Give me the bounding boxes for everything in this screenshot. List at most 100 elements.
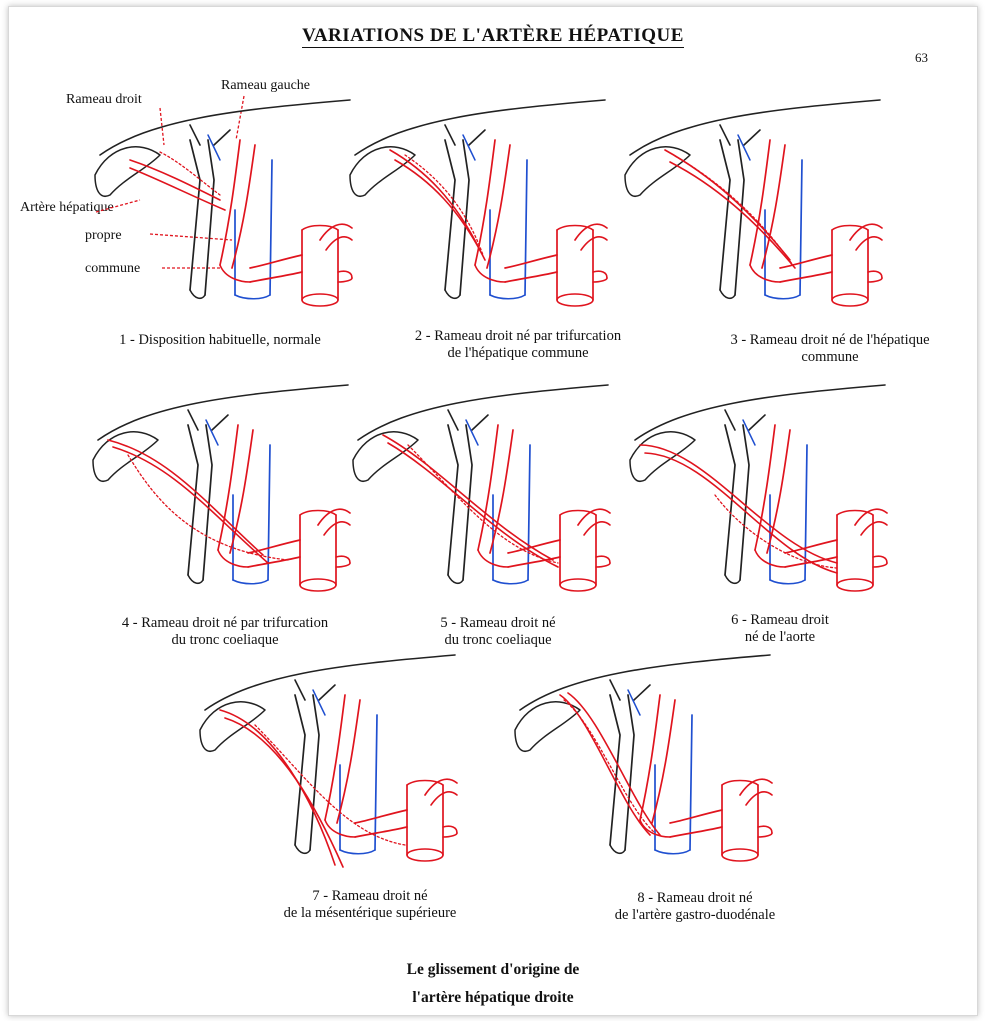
figure-7 (195, 655, 465, 870)
aorta-base (560, 579, 596, 591)
bile-duct-end (295, 845, 310, 853)
portal-vein-right (690, 715, 692, 850)
mesenteric-stub-2 (593, 278, 607, 282)
portal-vein-end (493, 580, 528, 584)
celiac-trunk-bottom (508, 557, 560, 567)
celiac-trunk-bottom (670, 827, 722, 837)
portal-vein-end (233, 580, 268, 584)
caption-3: 3 - Rameau droit né de l'hépatiquecommun… (680, 332, 980, 366)
portal-vein-end (765, 295, 800, 299)
footer-line-1: Le glissement d'origine de (0, 956, 986, 984)
duct-branch (445, 125, 455, 145)
gallbladder-outline (95, 147, 160, 196)
duct-branch (749, 415, 765, 430)
bile-duct-end (188, 575, 203, 583)
caption-4: 4 - Rameau droit né par trifurcationdu t… (75, 615, 375, 649)
bile-duct-left (448, 425, 458, 575)
splenic-artery-bottom (431, 792, 457, 805)
celiac-trunk-top (670, 810, 722, 823)
bile-duct-end (725, 575, 740, 583)
right-branch (130, 168, 225, 210)
mesenteric-stub-2 (758, 833, 772, 837)
bile-duct-end (190, 290, 205, 298)
footer-caption: Le glissement d'origine de l'artère hépa… (0, 956, 986, 1012)
right-branch (383, 435, 553, 560)
mesenteric-stub (596, 556, 610, 563)
bile-duct-end (448, 575, 463, 583)
aorta-base (302, 294, 338, 306)
aorta-base (832, 294, 868, 306)
bile-duct-end (445, 290, 460, 298)
portal-vein-end (490, 295, 525, 299)
mesenteric-stub (443, 826, 457, 833)
caption-8: 8 - Rameau droit néde l'artère gastro-du… (560, 890, 830, 924)
mesenteric-stub (758, 826, 772, 833)
bile-duct-end (610, 845, 625, 853)
duct-branch (188, 410, 198, 430)
splenic-artery-bottom (856, 237, 882, 250)
gallbladder-outline (200, 702, 265, 751)
mesenteric-stub (868, 271, 882, 278)
portal-vein-right (800, 160, 802, 295)
right-branch-dotted (405, 155, 483, 255)
right-branch (395, 160, 485, 260)
portal-vein-end (770, 580, 805, 584)
bile-duct-left (190, 140, 200, 290)
mesenteric-stub-2 (873, 563, 887, 567)
duct-branch (469, 130, 485, 145)
figure-5 (348, 385, 618, 600)
duct-branch (295, 680, 305, 700)
caption-1: 1 - Disposition habituelle, normale (70, 332, 370, 349)
portal-vein-end (655, 850, 690, 854)
duct-branch (190, 125, 200, 145)
right-branch (645, 453, 837, 573)
right-branch (220, 710, 335, 865)
duct-branch (610, 680, 620, 700)
bile-duct-left (295, 695, 305, 845)
caption-6: 6 - Rameau droitné de l'aorte (690, 612, 870, 646)
celiac-trunk-bottom (780, 272, 832, 282)
bile-duct-left (188, 425, 198, 575)
portal-vein-end (340, 850, 375, 854)
bile-duct-right (735, 140, 744, 295)
bile-duct-end (720, 290, 735, 298)
duct-branch (720, 125, 730, 145)
duct-branch (634, 685, 650, 700)
bile-duct-right (205, 140, 214, 295)
duct-branch (744, 130, 760, 145)
aorta-base (557, 294, 593, 306)
duct-branch (725, 410, 735, 430)
splenic-artery-bottom (584, 522, 610, 535)
right-branch (670, 162, 795, 268)
splenic-artery-bottom (581, 237, 607, 250)
figure-6 (625, 385, 895, 600)
portal-vein-right (525, 160, 527, 295)
splenic-artery-bottom (324, 522, 350, 535)
bile-duct-left (610, 695, 620, 845)
figure-1 (90, 100, 360, 315)
duct-branch (214, 130, 230, 145)
aorta-base (407, 849, 443, 861)
celiac-trunk-top (355, 810, 407, 823)
caption-2: 2 - Rameau droit né par trifurcationde l… (368, 328, 668, 362)
celiac-trunk-bottom (505, 272, 557, 282)
bile-duct-left (445, 140, 455, 290)
aorta-base (300, 579, 336, 591)
caption-5: 5 - Rameau droit nédu tronc coeliaque (378, 615, 618, 649)
figure-2 (345, 100, 615, 315)
footer-line-2: l'artère hépatique droite (0, 984, 986, 1012)
figure-8 (510, 655, 780, 870)
aorta-base (722, 849, 758, 861)
bile-duct-left (725, 425, 735, 575)
celiac-trunk-top (250, 255, 302, 268)
portal-vein-end (235, 295, 270, 299)
duct-branch (448, 410, 458, 430)
celiac-trunk-top (505, 255, 557, 268)
portal-vein-right (268, 445, 270, 580)
gallbladder-outline (515, 702, 580, 751)
figure-4 (88, 385, 358, 600)
bile-duct-left (720, 140, 730, 290)
right-branch (130, 160, 220, 200)
bile-duct-right (625, 695, 634, 850)
duct-branch (319, 685, 335, 700)
